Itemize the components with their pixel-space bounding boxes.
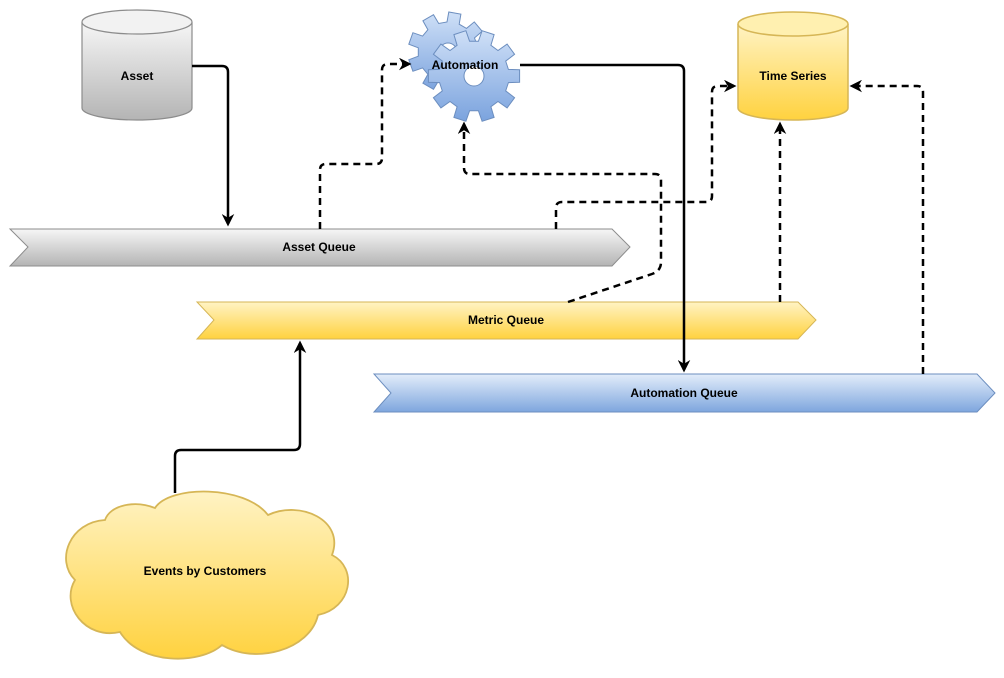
asset-label: Asset bbox=[121, 69, 154, 83]
edge-automation-to-automation-queue bbox=[520, 63, 691, 373]
events-label: Events by Customers bbox=[144, 564, 267, 578]
time-series-cylinder: Time Series bbox=[737, 11, 849, 121]
automation-gear-icon: Automation bbox=[408, 11, 521, 122]
automation-queue-label: Automation Queue bbox=[630, 386, 738, 400]
edge-automation-queue-to-time-series bbox=[849, 79, 925, 374]
edge-asset-to-asset-queue bbox=[192, 64, 235, 227]
edge-asset-queue-to-time-series bbox=[554, 79, 737, 229]
edge-events-to-metric-queue bbox=[173, 340, 307, 493]
time-series-label: Time Series bbox=[759, 69, 826, 83]
asset-queue: Asset Queue bbox=[8, 228, 631, 267]
gear-front-icon bbox=[427, 30, 521, 122]
edge-metric-queue-to-automation bbox=[457, 121, 663, 304]
metric-queue-label: Metric Queue bbox=[468, 313, 544, 327]
events-cloud: Events by Customers bbox=[65, 490, 349, 660]
automation-queue: Automation Queue bbox=[372, 373, 996, 413]
edge-asset-queue-to-automation bbox=[318, 57, 412, 229]
metric-queue: Metric Queue bbox=[195, 301, 817, 340]
asset-cylinder: Asset bbox=[81, 9, 193, 121]
automation-label: Automation bbox=[432, 58, 499, 72]
asset-queue-label: Asset Queue bbox=[282, 240, 356, 254]
